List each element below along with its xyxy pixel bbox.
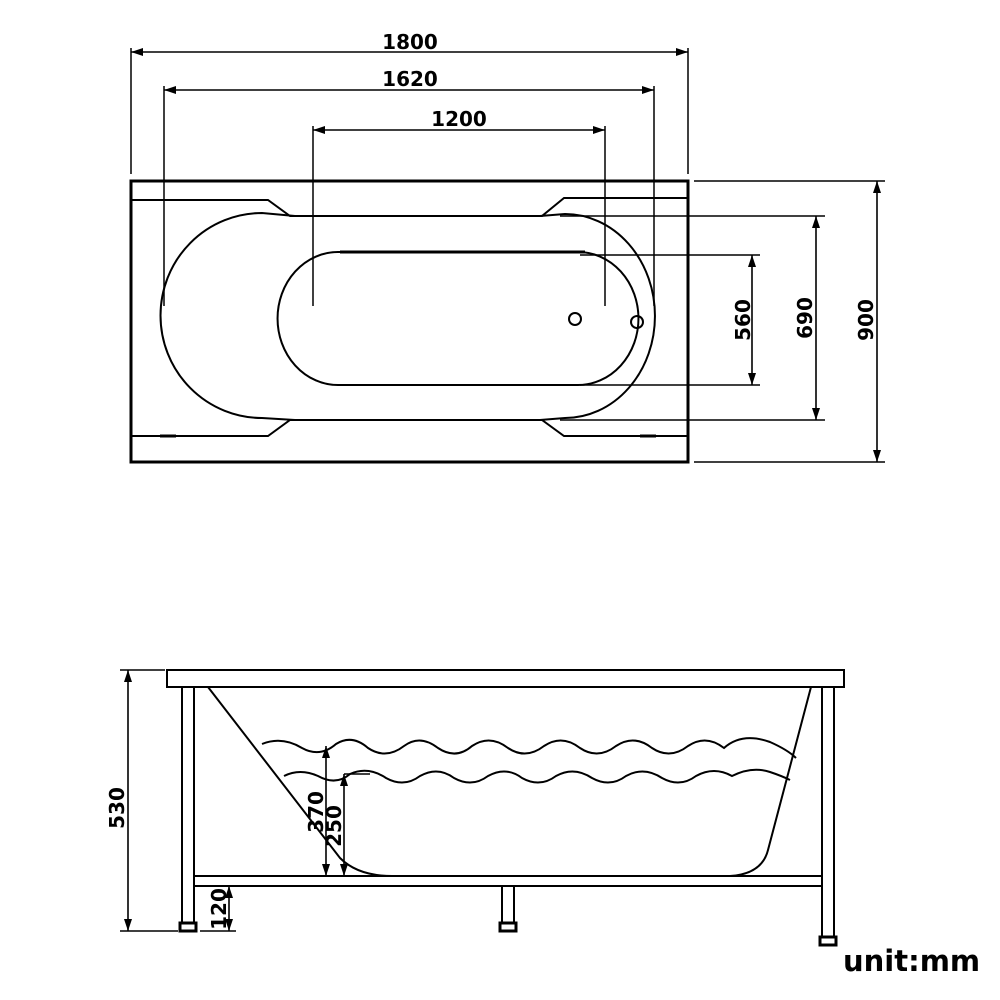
center-leg-foot (498, 921, 518, 933)
dimension-label-1200: 1200 (431, 107, 487, 131)
right-basin-end (539, 212, 656, 421)
frame-rail (195, 875, 822, 887)
right-leg (821, 686, 835, 938)
top-view: 1800 1620 1200 560 690 900 (129, 30, 885, 464)
right-leg-foot (818, 935, 838, 947)
dimension-label-120: 120 (207, 888, 231, 930)
dimension-label-900: 900 (854, 299, 878, 341)
inner-frame (131, 197, 688, 437)
unit-label: unit:mm (843, 944, 981, 978)
left-leg (181, 686, 195, 924)
water-wave-low (283, 768, 791, 784)
dimension-label-560: 560 (731, 299, 755, 341)
extension-lines (130, 48, 885, 463)
rim-slab (166, 669, 845, 688)
side-view: 530 370 250 120 (105, 669, 845, 947)
dimension-label-1620: 1620 (382, 67, 438, 91)
drain-hole (568, 312, 582, 326)
basin-profile (207, 686, 812, 877)
basin-bottom (276, 251, 640, 386)
dimension-label-530: 530 (105, 787, 129, 829)
corner-marks (135, 434, 684, 464)
dimension-label-370: 370 (304, 791, 328, 833)
outer-rim (129, 179, 690, 464)
left-basin-end (159, 211, 296, 421)
left-leg-foot (178, 921, 198, 933)
water-wave-high (261, 737, 797, 759)
center-leg (501, 885, 515, 924)
dimension-label-690: 690 (793, 297, 817, 339)
dimension-label-1800: 1800 (382, 30, 438, 54)
overflow-hole (630, 315, 644, 329)
legs (178, 686, 838, 947)
dimension-label-250: 250 (322, 805, 346, 847)
